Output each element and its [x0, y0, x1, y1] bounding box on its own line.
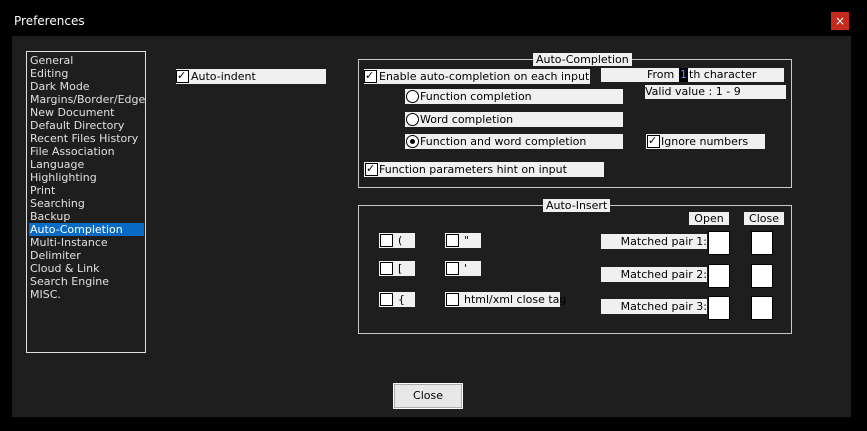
squote-checkbox[interactable]: '	[445, 261, 481, 276]
close-button[interactable]: Close	[393, 383, 463, 409]
checkbox-unchecked-icon[interactable]	[446, 262, 459, 275]
checkbox-unchecked-icon[interactable]	[446, 293, 459, 306]
checkbox-unchecked-icon[interactable]	[380, 262, 393, 275]
sidebar-item-general[interactable]: General	[30, 54, 74, 67]
sidebar-item-editing[interactable]: Editing	[30, 67, 69, 80]
matched-pair-1-label: Matched pair 1:	[601, 234, 707, 249]
open-column-label: Open	[689, 212, 729, 225]
sidebar-item-default-directory[interactable]: Default Directory	[30, 119, 125, 132]
word-completion-radio[interactable]: Word completion	[405, 112, 623, 127]
checkbox-checked-icon[interactable]	[176, 68, 189, 83]
paren-checkbox[interactable]: (	[379, 233, 415, 248]
sidebar-item-highlighting[interactable]: Highlighting	[30, 171, 97, 184]
function-hint-checkbox[interactable]: Function parameters hint on input	[364, 161, 604, 177]
function-and-word-completion-label: Function and word completion	[420, 135, 587, 148]
checkbox-checked-icon[interactable]	[364, 68, 377, 83]
sidebar-list[interactable]: General Editing Dark Mode Margins/Border…	[26, 51, 146, 353]
title-bar	[0, 0, 867, 36]
auto-indent-label: Auto-indent	[191, 70, 256, 83]
matched-pair-3-close-input[interactable]	[751, 296, 773, 320]
matched-pair-2-label: Matched pair 2:	[601, 267, 707, 282]
th-character-label: th character	[689, 68, 757, 81]
checkbox-unchecked-icon[interactable]	[380, 293, 393, 306]
sidebar-item-multi-instance[interactable]: Multi-Instance	[30, 236, 108, 249]
bracket-label: [	[398, 262, 403, 275]
window-title: Preferences	[14, 14, 85, 28]
dquote-checkbox[interactable]: "	[445, 233, 481, 248]
checkbox-unchecked-icon[interactable]	[446, 234, 459, 247]
checkbox-checked-icon[interactable]	[365, 161, 378, 176]
html-close-tag-label: html/xml close tag	[464, 293, 567, 306]
matched-pair-3-label: Matched pair 3:	[601, 299, 707, 314]
bracket-checkbox[interactable]: [	[379, 261, 415, 276]
sidebar-item-delimiter[interactable]: Delimiter	[30, 249, 81, 262]
sidebar-item-margins[interactable]: Margins/Border/Edge	[30, 93, 146, 106]
ignore-numbers-label: Ignore numbers	[661, 135, 749, 148]
sidebar-item-print[interactable]: Print	[30, 184, 56, 197]
radio-unchecked-icon[interactable]	[406, 113, 419, 126]
auto-indent-checkbox[interactable]: Auto-indent	[176, 68, 326, 84]
function-hint-label: Function parameters hint on input	[379, 163, 567, 176]
radio-checked-icon[interactable]	[406, 135, 419, 148]
sidebar-item-dark-mode[interactable]: Dark Mode	[30, 80, 90, 93]
dquote-label: "	[464, 234, 470, 247]
radio-unchecked-icon[interactable]	[406, 90, 419, 103]
close-column-label: Close	[744, 212, 784, 225]
sidebar-item-backup[interactable]: Backup	[30, 210, 71, 223]
brace-checkbox[interactable]: {	[379, 292, 415, 307]
from-label: From	[647, 68, 675, 81]
brace-label: {	[398, 293, 405, 306]
word-completion-label: Word completion	[420, 113, 514, 126]
function-completion-label: Function completion	[420, 90, 532, 103]
sidebar-item-cloud-link[interactable]: Cloud & Link	[30, 262, 100, 275]
html-close-tag-checkbox[interactable]: html/xml close tag	[445, 292, 566, 307]
matched-pair-2-open-input[interactable]	[708, 264, 730, 288]
paren-label: (	[398, 234, 403, 247]
sidebar-item-search-engine[interactable]: Search Engine	[30, 275, 109, 288]
squote-label: '	[464, 262, 468, 275]
matched-pair-3-open-input[interactable]	[708, 296, 730, 320]
auto-insert-group-title: Auto-Insert	[543, 199, 611, 212]
sidebar-item-new-document[interactable]: New Document	[30, 106, 115, 119]
sidebar-item-misc[interactable]: MISC.	[30, 288, 61, 301]
from-character-row: From 1 th character	[601, 68, 784, 82]
sidebar-item-searching[interactable]: Searching	[30, 197, 85, 210]
enable-auto-completion-checkbox[interactable]: Enable auto-completion on each input	[364, 68, 590, 84]
function-completion-radio[interactable]: Function completion	[405, 89, 623, 104]
from-value-input[interactable]: 1	[679, 68, 688, 82]
function-and-word-completion-radio[interactable]: Function and word completion	[405, 134, 623, 149]
sidebar-item-auto-completion[interactable]: Auto-Completion	[29, 223, 144, 236]
ignore-numbers-checkbox[interactable]: Ignore numbers	[646, 133, 765, 149]
matched-pair-1-close-input[interactable]	[751, 231, 773, 255]
matched-pair-2-close-input[interactable]	[751, 264, 773, 288]
sidebar-item-file-association[interactable]: File Association	[30, 145, 115, 158]
matched-pair-1-open-input[interactable]	[708, 231, 730, 255]
auto-completion-group-title: Auto-Completion	[533, 53, 632, 66]
window-close-icon[interactable]: ×	[831, 12, 849, 30]
sidebar-item-recent-files[interactable]: Recent Files History	[30, 132, 139, 145]
valid-value-label: Valid value : 1 - 9	[645, 85, 786, 99]
checkbox-checked-icon[interactable]	[647, 133, 660, 148]
enable-auto-completion-label: Enable auto-completion on each input	[379, 70, 590, 83]
sidebar-item-language[interactable]: Language	[30, 158, 85, 171]
checkbox-unchecked-icon[interactable]	[380, 234, 393, 247]
